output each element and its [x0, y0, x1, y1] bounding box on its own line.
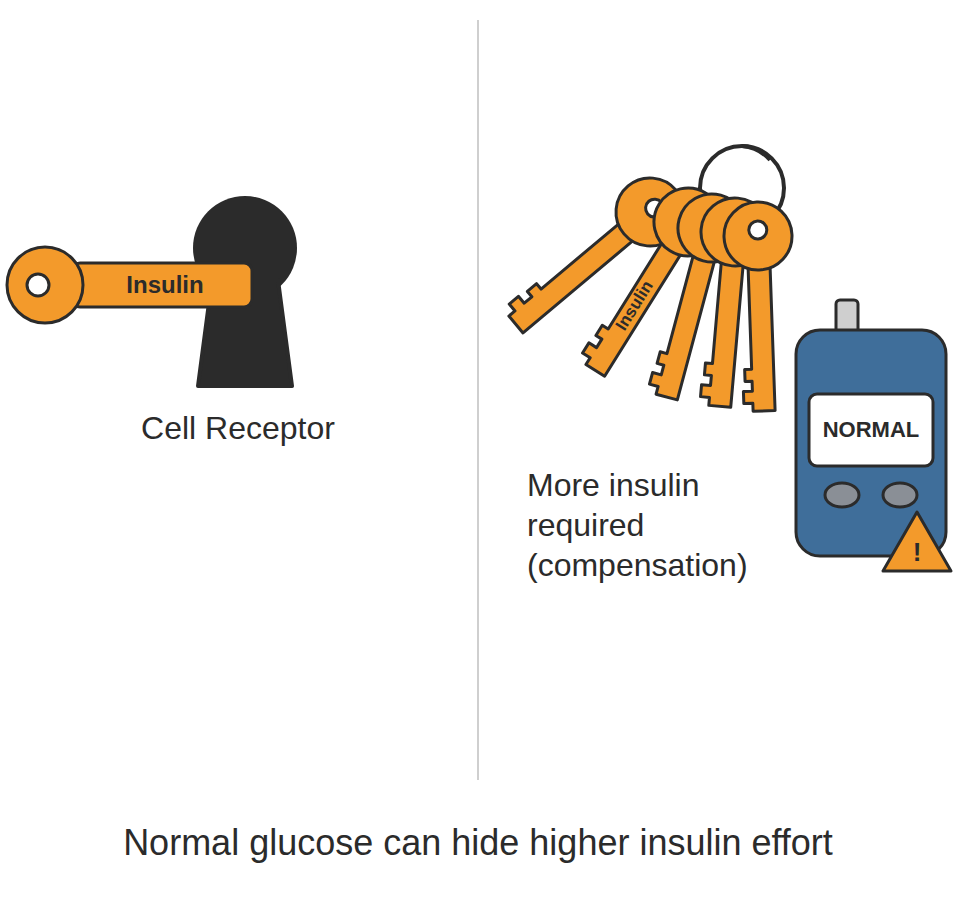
caption: Normal glucose can hide higher insulin e…	[123, 820, 833, 865]
note-text: More insulin required (compensation)	[527, 465, 777, 585]
key-bunch	[494, 164, 798, 412]
warning-triangle	[883, 512, 951, 571]
key-label: Insulin	[610, 277, 657, 335]
divider	[477, 20, 479, 780]
key-label: Insulin	[126, 270, 203, 300]
screen-label: NORMAL	[823, 416, 920, 444]
insulin-key	[7, 247, 252, 323]
warning-mark: !	[913, 536, 922, 569]
key-ring-front	[742, 146, 770, 160]
glucose-meter	[796, 300, 946, 556]
receptor-label: Cell Receptor	[141, 408, 335, 448]
